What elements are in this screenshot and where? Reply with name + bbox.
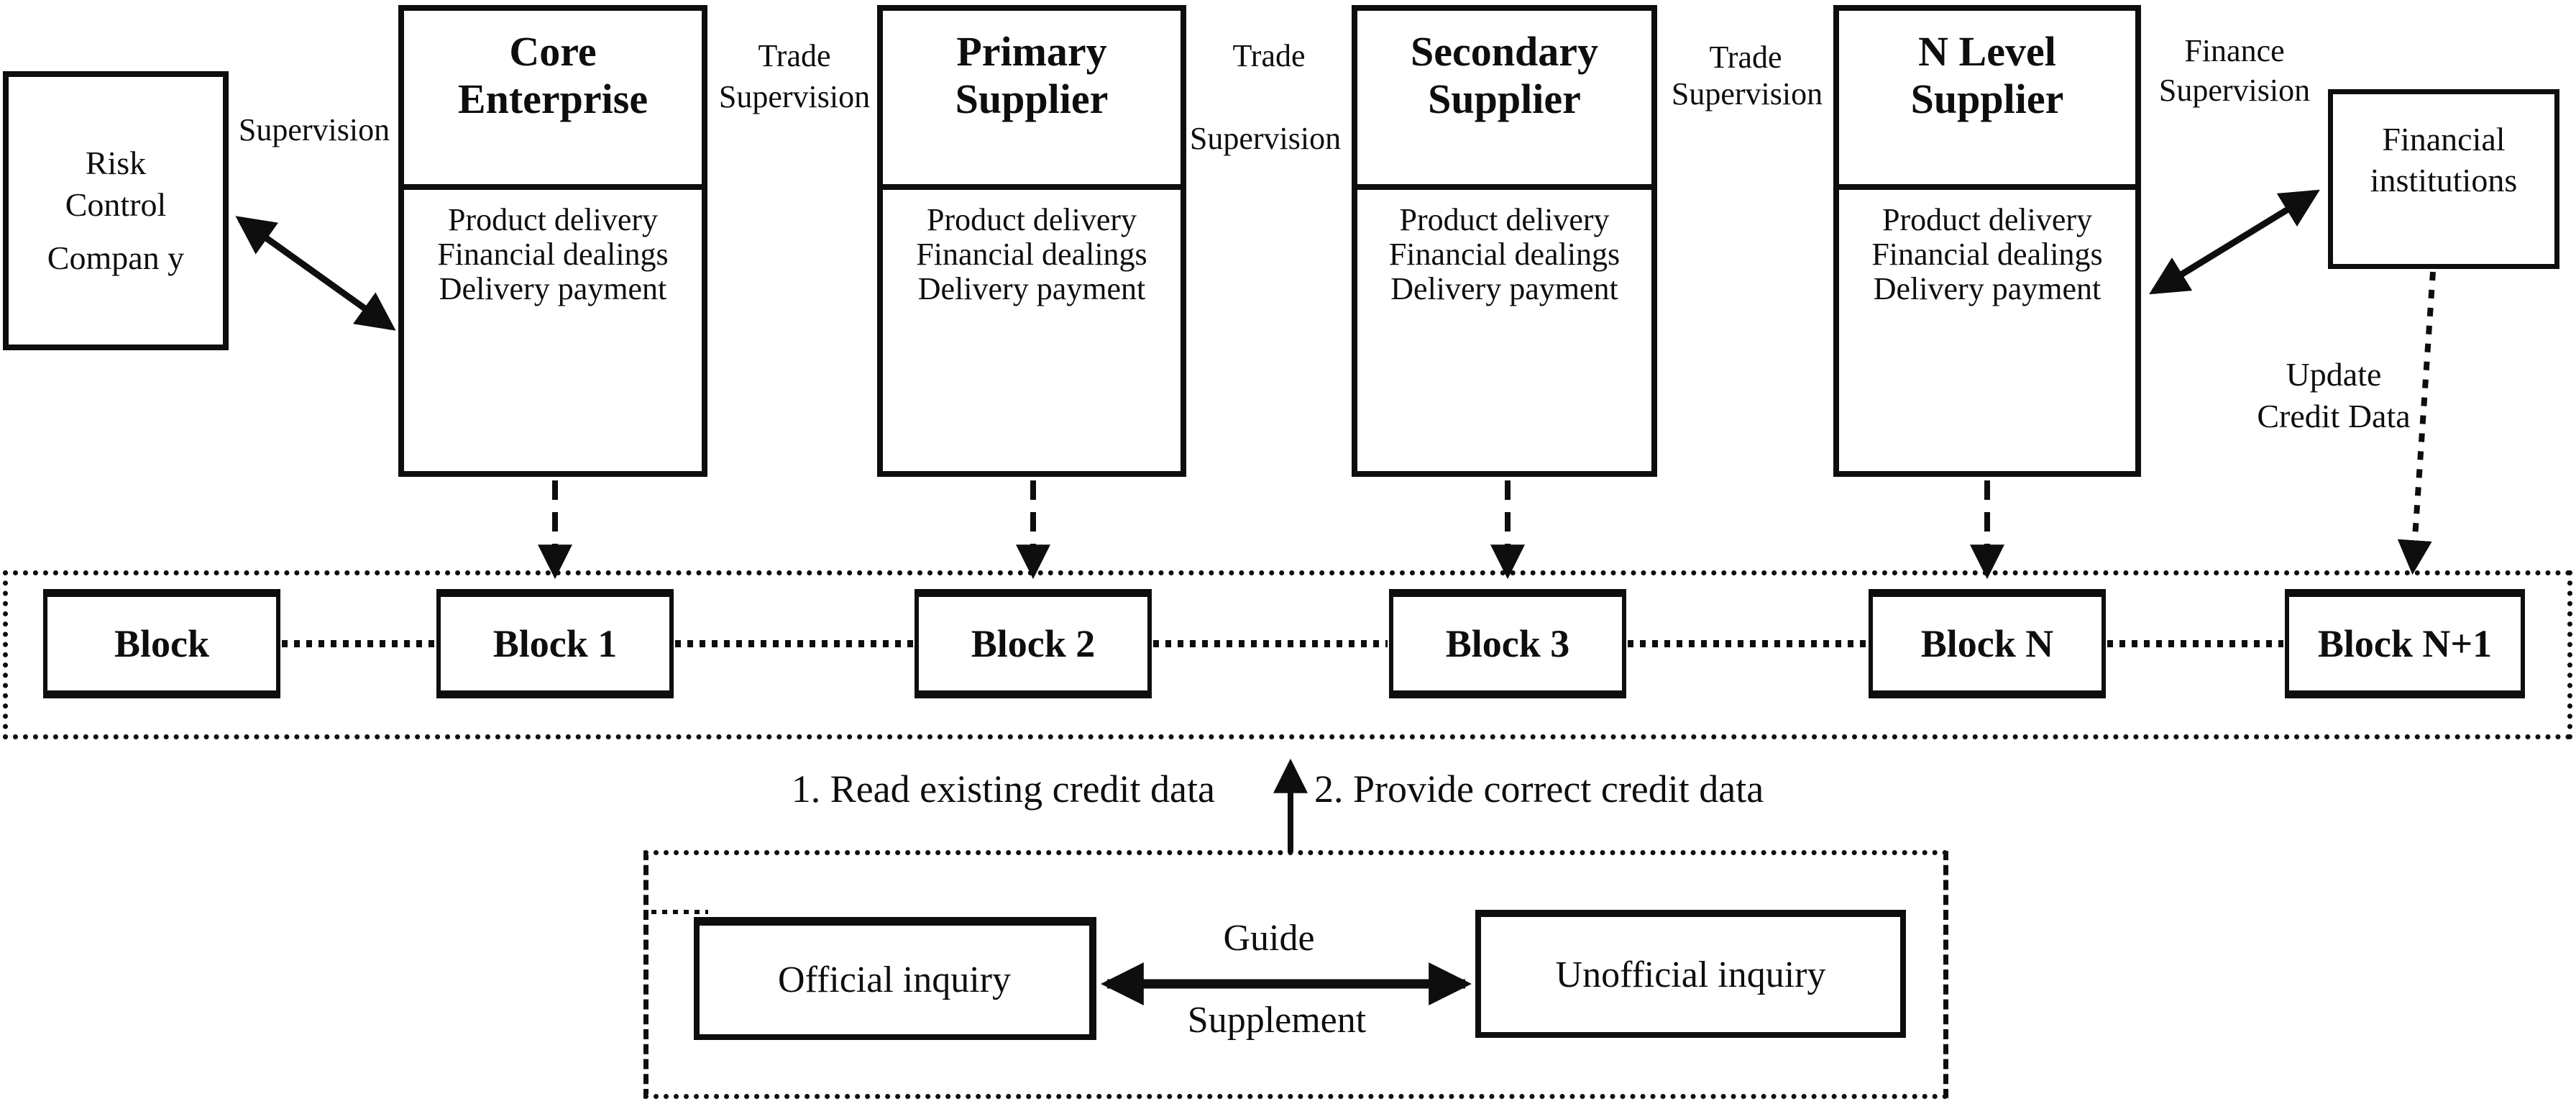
- blockchain-container: [3, 570, 2572, 739]
- detail-financial-dealings: Financial dealings: [1388, 237, 1621, 272]
- n-level-supplier-box: N Level Supplier Product delivery Financ…: [1833, 5, 2141, 477]
- update-credit-data-label-line1: Update: [2286, 356, 2382, 393]
- official-inquiry-box: Official inquiry: [694, 917, 1096, 1040]
- block-box-1: Block 1: [436, 589, 674, 698]
- primary-supplier-title-line2: Supplier: [955, 76, 1109, 122]
- detail-delivery-payment: Delivery payment: [1873, 271, 2101, 306]
- block-box-genesis: Block: [43, 589, 280, 698]
- detail-product-delivery: Product delivery: [1399, 202, 1610, 237]
- primary-supplier-box: Primary Supplier Product delivery Financ…: [877, 5, 1186, 477]
- read-credit-data-text: 1. Read existing credit data: [791, 767, 1215, 811]
- core-enterprise-title-line1: Core: [509, 28, 597, 75]
- trade-supervision-label-3-line1: Trade: [1709, 40, 1782, 75]
- core-enterprise-title-line2: Enterprise: [457, 76, 648, 122]
- trade-supervision-label-2-line2: Supervision: [1189, 121, 1342, 156]
- risk-control-line1: Risk: [85, 145, 147, 181]
- core-enterprise-title: Core Enterprise: [404, 11, 702, 190]
- detail-delivery-payment: Delivery payment: [1390, 271, 1618, 306]
- core-enterprise-box: Core Enterprise Product delivery Financi…: [398, 5, 707, 477]
- financial-institutions-line1: Financial: [2382, 121, 2506, 158]
- finance-supervision-label-line1: Finance: [2184, 33, 2285, 68]
- nlevel-financial-arrow: [2149, 189, 2320, 295]
- block-box-2: Block 2: [915, 589, 1152, 698]
- detail-financial-dealings: Financial dealings: [916, 237, 1147, 272]
- trade-supervision-label-2-line1: Trade: [1232, 38, 1306, 73]
- financial-to-blockn1-arrow: [2397, 271, 2436, 575]
- detail-financial-dealings: Financial dealings: [437, 237, 669, 272]
- primary-supplier-details: Product delivery Financial dealings Deli…: [883, 190, 1181, 306]
- block-box-n-plus-1: Block N+1: [2285, 589, 2525, 698]
- detail-delivery-payment: Delivery payment: [439, 271, 667, 306]
- secondary-supplier-title-line2: Supplier: [1428, 76, 1581, 122]
- block-box-n: Block N: [1869, 589, 2106, 698]
- core-enterprise-details: Product delivery Financial dealings Deli…: [404, 190, 702, 306]
- supplement-label: Supplement: [1187, 1000, 1367, 1041]
- trade-supervision-label-3-line2: Supervision: [1671, 76, 1823, 111]
- secondary-supplier-details: Product delivery Financial dealings Deli…: [1357, 190, 1651, 306]
- primary-supplier-title-line1: Primary: [956, 28, 1107, 75]
- detail-product-delivery: Product delivery: [926, 202, 1137, 237]
- detail-product-delivery: Product delivery: [1881, 202, 2093, 237]
- trade-supervision-label-1-line2: Supervision: [718, 79, 871, 114]
- secondary-supplier-title: Secondary Supplier: [1357, 11, 1651, 190]
- trade-supervision-label-1-line1: Trade: [758, 38, 831, 73]
- block-box-3: Block 3: [1389, 589, 1626, 698]
- unofficial-inquiry-box: Unofficial inquiry: [1475, 910, 1906, 1038]
- guide-label: Guide: [1223, 918, 1315, 959]
- detail-financial-dealings: Financial dealings: [1871, 237, 2103, 272]
- n-level-supplier-title-line1: N Level: [1918, 28, 2056, 75]
- supervision-label: Supervision: [238, 112, 390, 147]
- provide-credit-data-text: 2. Provide correct credit data: [1314, 767, 1764, 811]
- risk-control-line2: Control: [65, 186, 167, 223]
- risk-control-company-box: Risk Control Compan y: [3, 71, 229, 350]
- n-level-supplier-details: Product delivery Financial dealings Deli…: [1839, 190, 2135, 306]
- update-credit-data-label-line2: Credit Data: [2257, 398, 2411, 434]
- risk-core-supervision-arrow: [235, 216, 396, 331]
- detail-product-delivery: Product delivery: [447, 202, 659, 237]
- detail-delivery-payment: Delivery payment: [917, 271, 1146, 306]
- n-level-supplier-title-line2: Supplier: [1910, 76, 2064, 122]
- n-level-supplier-title: N Level Supplier: [1839, 11, 2135, 190]
- secondary-supplier-title-line1: Secondary: [1411, 28, 1598, 75]
- inquiry-container: [643, 850, 1948, 1099]
- risk-control-line3: Compan y: [47, 239, 185, 276]
- secondary-supplier-box: Secondary Supplier Product delivery Fina…: [1352, 5, 1657, 477]
- primary-supplier-title: Primary Supplier: [883, 11, 1181, 190]
- finance-supervision-label-line2: Supervision: [2158, 73, 2311, 108]
- financial-institutions-line2: institutions: [2370, 162, 2518, 199]
- financial-institutions-box: Financial institutions: [2328, 89, 2559, 269]
